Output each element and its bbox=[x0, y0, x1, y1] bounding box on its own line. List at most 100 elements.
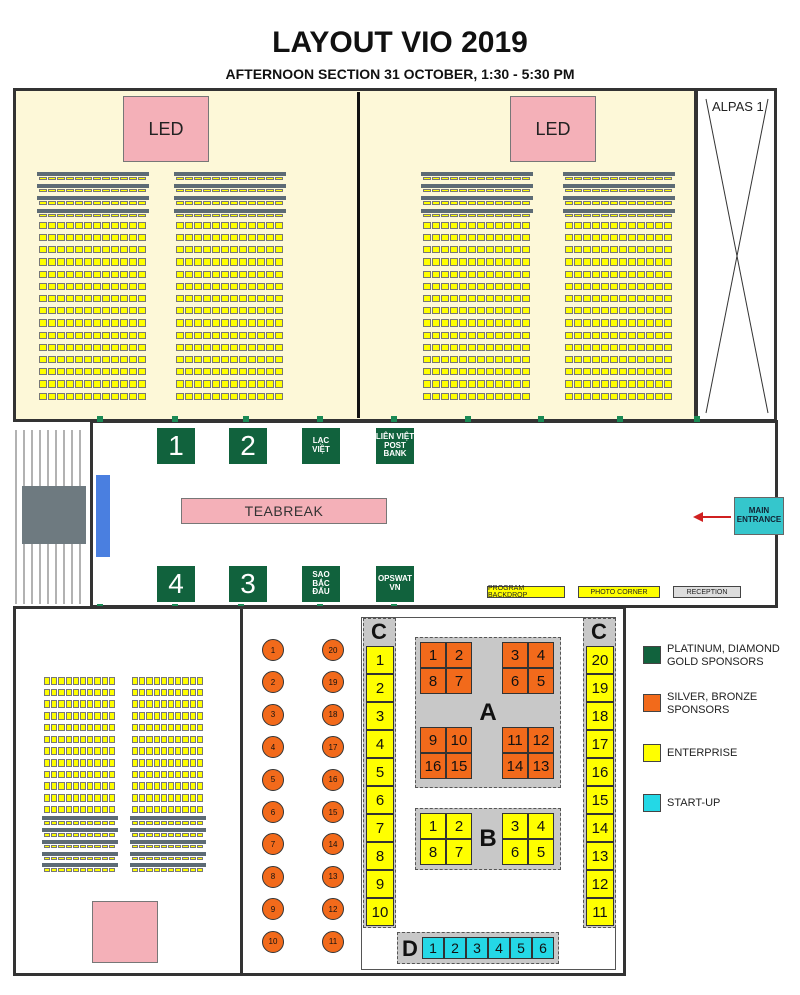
chair bbox=[655, 319, 663, 327]
booth-c-left[interactable]: 9 bbox=[366, 870, 394, 898]
round-table[interactable]: 1 bbox=[262, 639, 284, 661]
booth-d[interactable]: 2 bbox=[444, 937, 466, 959]
round-table[interactable]: 20 bbox=[322, 639, 344, 661]
booth-b[interactable]: 8 bbox=[420, 839, 446, 865]
booth-a[interactable]: 10 bbox=[446, 727, 472, 753]
booth-c-right[interactable]: 12 bbox=[586, 870, 614, 898]
booth-a[interactable]: 6 bbox=[502, 668, 528, 694]
round-table[interactable]: 4 bbox=[262, 736, 284, 759]
chair bbox=[230, 307, 238, 315]
booth-d[interactable]: 3 bbox=[466, 937, 488, 959]
booth-a[interactable]: 4 bbox=[528, 642, 554, 668]
chair bbox=[185, 307, 193, 315]
round-table[interactable]: 9 bbox=[262, 898, 284, 921]
sponsor-booth-sao-bac-dau[interactable]: SAO BẮC ĐẨU bbox=[302, 566, 340, 602]
round-table[interactable]: 2 bbox=[262, 671, 284, 694]
booth-c-left[interactable]: 2 bbox=[366, 674, 394, 702]
sponsor-booth-4[interactable]: 4 bbox=[157, 566, 195, 602]
booth-d[interactable]: 6 bbox=[532, 937, 554, 959]
booth-d[interactable]: 4 bbox=[488, 937, 510, 959]
round-table[interactable]: 19 bbox=[322, 671, 344, 694]
seat-row bbox=[421, 282, 533, 291]
booth-c-left[interactable]: 8 bbox=[366, 842, 394, 870]
booth-c-left[interactable]: 3 bbox=[366, 702, 394, 730]
booth-a[interactable]: 12 bbox=[528, 727, 554, 753]
booth-c-right[interactable]: 18 bbox=[586, 702, 614, 730]
round-table[interactable]: 12 bbox=[322, 898, 344, 921]
main-entrance[interactable]: MAIN ENTRANCE bbox=[734, 497, 784, 535]
booth-c-left[interactable]: 1 bbox=[366, 646, 394, 674]
chair bbox=[459, 189, 467, 193]
booth-b[interactable]: 6 bbox=[502, 839, 528, 865]
booth-a[interactable]: 2 bbox=[446, 642, 472, 668]
booth-b[interactable]: 2 bbox=[446, 813, 472, 839]
chair bbox=[212, 319, 220, 327]
booth-b[interactable]: 5 bbox=[528, 839, 554, 865]
booth-b[interactable]: 3 bbox=[502, 813, 528, 839]
booth-a[interactable]: 14 bbox=[502, 753, 528, 779]
booth-a[interactable]: 1 bbox=[420, 642, 446, 668]
booth-c-right[interactable]: 17 bbox=[586, 730, 614, 758]
booth-c-left[interactable]: 10 bbox=[366, 898, 394, 926]
round-table[interactable]: 17 bbox=[322, 736, 344, 759]
booth-c-right[interactable]: 11 bbox=[586, 898, 614, 926]
sponsor-booth-opswat[interactable]: OPSWAT VN bbox=[376, 566, 414, 602]
chair bbox=[58, 677, 65, 685]
round-table[interactable]: 10 bbox=[262, 930, 284, 953]
sponsor-booth-2[interactable]: 2 bbox=[229, 428, 267, 464]
chair bbox=[139, 770, 146, 779]
round-table[interactable]: 7 bbox=[262, 833, 284, 856]
booth-a[interactable]: 5 bbox=[528, 668, 554, 694]
round-table[interactable]: 15 bbox=[322, 801, 344, 823]
booth-c-right[interactable]: 19 bbox=[586, 674, 614, 702]
chair bbox=[583, 221, 591, 229]
sponsor-booth-lac-viet[interactable]: LẠC VIỆT bbox=[302, 428, 340, 464]
booth-a[interactable]: 16 bbox=[420, 753, 446, 779]
chair bbox=[266, 201, 274, 205]
sponsor-booth-3[interactable]: 3 bbox=[229, 566, 267, 602]
booth-a[interactable]: 7 bbox=[446, 668, 472, 694]
booth-a[interactable]: 8 bbox=[420, 668, 446, 694]
round-table[interactable]: 8 bbox=[262, 865, 284, 888]
booth-c-right[interactable]: 14 bbox=[586, 814, 614, 842]
chair bbox=[101, 747, 108, 755]
round-table[interactable]: 14 bbox=[322, 833, 344, 856]
booth-a[interactable]: 11 bbox=[502, 727, 528, 753]
chair bbox=[646, 331, 654, 339]
booth-c-left[interactable]: 6 bbox=[366, 786, 394, 814]
chair bbox=[655, 177, 663, 181]
round-table[interactable]: 11 bbox=[322, 930, 344, 953]
round-table[interactable]: 16 bbox=[322, 768, 344, 791]
chair bbox=[94, 770, 101, 779]
booth-c-left[interactable]: 5 bbox=[366, 758, 394, 786]
booth-b[interactable]: 4 bbox=[528, 813, 554, 839]
sponsor-booth-1[interactable]: 1 bbox=[157, 428, 195, 464]
round-table[interactable]: 3 bbox=[262, 703, 284, 726]
booth-d[interactable]: 1 bbox=[422, 937, 444, 959]
booth-a[interactable]: 13 bbox=[528, 753, 554, 779]
booth-b[interactable]: 1 bbox=[420, 813, 446, 839]
chair bbox=[513, 392, 521, 400]
booth-b[interactable]: 7 bbox=[446, 839, 472, 865]
booth-c-right[interactable]: 16 bbox=[586, 758, 614, 786]
chair bbox=[486, 319, 494, 327]
round-table[interactable]: 6 bbox=[262, 801, 284, 823]
chair bbox=[275, 177, 283, 181]
chair bbox=[459, 380, 467, 388]
round-table[interactable]: 5 bbox=[262, 768, 284, 791]
booth-a[interactable]: 9 bbox=[420, 727, 446, 753]
booth-a[interactable]: 3 bbox=[502, 642, 528, 668]
sponsor-booth-lien-viet[interactable]: LIÊN VIỆT POST BANK bbox=[376, 428, 414, 464]
chair bbox=[432, 319, 440, 327]
chair bbox=[132, 712, 139, 720]
booth-c-left[interactable]: 7 bbox=[366, 814, 394, 842]
booth-c-right[interactable]: 13 bbox=[586, 842, 614, 870]
chair bbox=[132, 677, 139, 685]
booth-c-right[interactable]: 15 bbox=[586, 786, 614, 814]
booth-a[interactable]: 15 bbox=[446, 753, 472, 779]
round-table[interactable]: 18 bbox=[322, 703, 344, 726]
round-table[interactable]: 13 bbox=[322, 865, 344, 888]
booth-c-right[interactable]: 20 bbox=[586, 646, 614, 674]
booth-d[interactable]: 5 bbox=[510, 937, 532, 959]
booth-c-left[interactable]: 4 bbox=[366, 730, 394, 758]
